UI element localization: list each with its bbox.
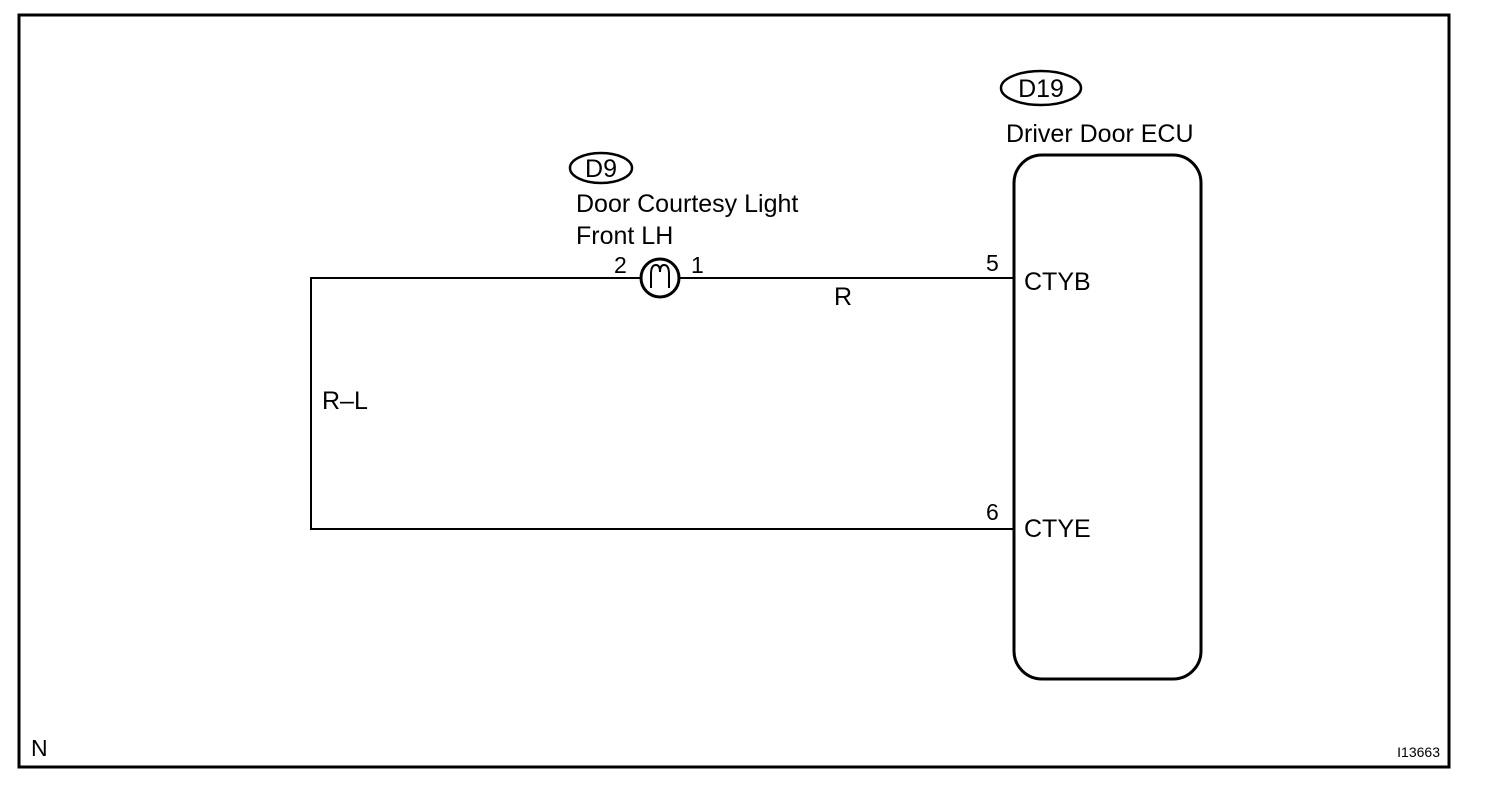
- ecu-pin-5-number: 5: [986, 250, 999, 276]
- figure-id: I13663: [1397, 744, 1440, 760]
- light-pin-2: 2: [614, 252, 627, 278]
- light-name-line1: Door Courtesy Light: [576, 190, 798, 218]
- light-pin-1: 1: [691, 252, 704, 278]
- ecu-name: Driver Door ECU: [1006, 120, 1194, 148]
- ecu-connector-code: D19: [1018, 75, 1064, 103]
- corner-code: N: [31, 735, 48, 761]
- light-connector-code: D9: [585, 155, 617, 183]
- wire-color-r-l: R–L: [322, 387, 368, 415]
- ecu-pin-6-terminal: CTYE: [1024, 515, 1091, 543]
- ecu-pin-5-terminal: CTYB: [1024, 268, 1091, 296]
- ecu-connector-tag: [999, 69, 1083, 107]
- wire-color-r: R: [834, 283, 852, 311]
- light-connector-tag: [568, 151, 634, 185]
- ecu-pin-6-number: 6: [986, 499, 999, 525]
- bulb-icon: [639, 257, 681, 299]
- ecu-box: [1012, 153, 1203, 681]
- light-name-line2: Front LH: [576, 222, 673, 250]
- diagram-frame: [17, 13, 1451, 769]
